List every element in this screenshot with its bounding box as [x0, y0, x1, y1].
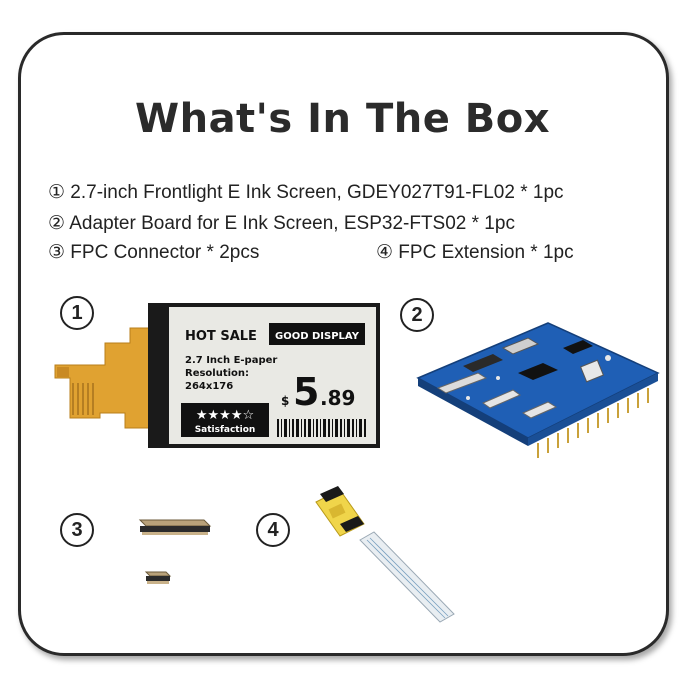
fpc-extension-image: [315, 486, 455, 623]
barcode: [277, 419, 366, 437]
item-line-2: ② Adapter Board for E Ink Screen, ESP32-…: [48, 213, 515, 234]
epaper-line-1: 2.7 Inch E-paper: [185, 355, 277, 366]
epaper-line-3: 264x176: [185, 381, 233, 392]
price-decimal: .89: [320, 386, 355, 410]
adapter-board-image: [416, 322, 660, 458]
satisfaction-text: Satisfaction: [195, 425, 256, 435]
item-line-1: ① 2.7-inch Frontlight E Ink Screen, GDEY…: [48, 182, 564, 203]
price-currency: $: [281, 394, 289, 408]
fpc-connectors-image: [138, 519, 212, 584]
page-title: What's In The Box: [134, 96, 551, 142]
marker-4: 4: [256, 513, 290, 547]
marker-2: 2: [400, 298, 434, 332]
star-rating: ★★★★☆: [196, 408, 254, 423]
good-display-text: GOOD DISPLAY: [275, 331, 360, 342]
marker-1: 1: [60, 296, 94, 330]
eink-screen-image: HOT SALE GOOD DISPLAY 2.7 Inch E-paper R…: [54, 303, 380, 448]
marker-3: 3: [60, 513, 94, 547]
hot-sale-text: HOT SALE: [185, 329, 257, 344]
epaper-line-2: Resolution:: [185, 368, 249, 379]
item-line-4: ④ FPC Extension * 1pc: [376, 242, 574, 263]
price-integer: 5: [293, 370, 319, 414]
item-line-3: ③ FPC Connector * 2pcs: [48, 242, 260, 263]
